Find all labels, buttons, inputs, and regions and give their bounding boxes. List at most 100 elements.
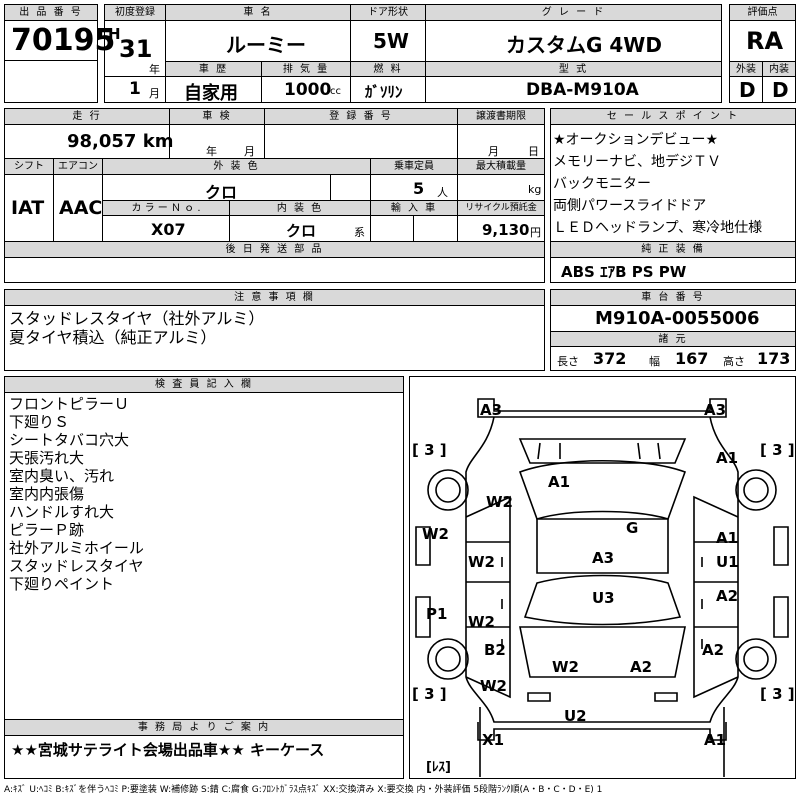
- rear-right-quarter: [773, 596, 789, 638]
- registration-number-label: 登 録 番 号: [264, 108, 458, 125]
- shift-label: シフト: [4, 158, 54, 175]
- displacement: 1000: [284, 80, 332, 100]
- score-label: 評価点: [729, 4, 796, 21]
- spec-cell: 長さ 372 幅 167 高さ 173: [550, 346, 796, 371]
- mark-tire-fr: [ 3 ]: [760, 441, 795, 459]
- mark-tire-fl: [ 3 ]: [412, 441, 447, 459]
- mark-a2-r1: A2: [716, 587, 738, 605]
- spec-label: 諸 元: [550, 331, 796, 347]
- import-cell: [370, 215, 414, 242]
- exterior-color: クロ: [205, 183, 238, 202]
- first-registration-label: 初度登録: [104, 4, 166, 21]
- registration-number-cell: [264, 124, 458, 159]
- mark-a3-left: A3: [480, 401, 502, 419]
- body-outline: [465, 416, 739, 723]
- mark-w2-fender: W2: [486, 493, 513, 511]
- lot-number: 70195: [11, 23, 116, 58]
- tire-rear-left: [427, 638, 469, 680]
- mark-b2: B2: [484, 641, 506, 659]
- ac-label: エアコン: [53, 158, 103, 175]
- spare-tire-outline: [479, 707, 725, 777]
- interior-color-cell: クロ 系: [229, 215, 371, 242]
- lot-number-cell: 70195: [4, 20, 115, 61]
- left-door-1: [466, 541, 510, 628]
- tire-rear-left-inner: [435, 646, 461, 672]
- mark-a1-r-front: A1: [716, 449, 738, 467]
- door-cell: 5W: [350, 20, 426, 62]
- notes-list: スタッドレスタイヤ（社外アルミ） 夏タイヤ積込（純正アルミ）: [9, 309, 264, 347]
- exterior-grade: D: [739, 78, 756, 102]
- mark-a3-right: A3: [704, 401, 726, 419]
- later-parts-cell: [4, 257, 545, 283]
- inspector-note-line: 室内内張傷: [9, 485, 85, 503]
- mark-u3: U3: [592, 589, 615, 607]
- exterior-grade-cell: D: [729, 76, 763, 103]
- notes-cell: スタッドレスタイヤ（社外アルミ） 夏タイヤ積込（純正アルミ）: [4, 305, 545, 371]
- fuel-cell: ｶﾞｿﾘﾝ: [350, 76, 426, 103]
- inspector-note-line: シートタバコ穴大: [9, 431, 130, 449]
- mileage-label: 走 行: [4, 108, 170, 125]
- model-label: 型 式: [425, 61, 722, 77]
- length-value: 372: [593, 349, 627, 368]
- mirror-left: [415, 526, 431, 566]
- color-number: X07: [151, 220, 186, 239]
- shift-cell: IAT: [4, 174, 54, 242]
- history-label: 車 歴: [165, 61, 262, 77]
- interior-color: クロ: [286, 222, 317, 240]
- notes-label: 注 意 事 項 欄: [4, 289, 545, 306]
- interior-color-unit: 系: [354, 226, 365, 239]
- office-notice-label: 事 務 局 よ り ご 案 内: [4, 719, 404, 736]
- sales-point-line: ★オークションデビュー★: [553, 132, 719, 148]
- right-door-1: [694, 541, 738, 628]
- roof-outline: [536, 518, 669, 574]
- rear-gate-outline: [519, 626, 686, 678]
- mark-u2: U2: [564, 707, 587, 725]
- displacement-unit: cc: [330, 86, 341, 97]
- recycle-cell: 9,130 円: [457, 215, 545, 242]
- inspector-notes-label: 検 査 員 記 入 欄: [4, 376, 404, 393]
- hood-outline: [518, 438, 687, 464]
- tire-rear-right: [735, 638, 777, 680]
- inspector-note-line: 下廻りペイント: [9, 575, 115, 593]
- air-conditioner: AAC: [59, 197, 103, 219]
- mileage-cell: 98,057 km: [4, 124, 173, 159]
- history: 自家用: [184, 83, 238, 104]
- interior-color-label: 内 装 色: [229, 200, 371, 216]
- inspector-note-line: ピラーＰ跡: [9, 521, 85, 539]
- inspector-note-line: 天張汚れ大: [9, 449, 85, 467]
- width-value: 167: [675, 349, 709, 368]
- inspection-year-unit: 年: [206, 145, 217, 158]
- first-registration-year-cell: H 31 年: [104, 20, 166, 77]
- displacement-cell: 1000 cc: [261, 76, 351, 103]
- import-label: 輸 入 車: [370, 200, 458, 216]
- legend-line: A:ｷｽﾞ U:ﾍｺﾐ B:ｷｽﾞを伴うﾍｺﾐ P:要塗装 W:補修跡 S:錆 …: [4, 785, 603, 795]
- inspector-note-line: 下廻りＳ: [9, 413, 70, 431]
- score-cell: RA: [729, 20, 796, 62]
- sales-point-line: バックモニター: [553, 176, 651, 192]
- door-type: 5W: [373, 29, 409, 53]
- lot-number-label: 出 品 番 号: [4, 4, 98, 21]
- sales-point-line: 両側パワースライドドア: [553, 198, 707, 214]
- recycle-fee: 9,130: [482, 221, 530, 239]
- max-load-label: 最大積載量: [457, 158, 545, 175]
- sales-point-line: メモリーナビ、地デジＴＶ: [553, 154, 721, 170]
- inspection-month-unit: 月: [244, 145, 255, 158]
- inspector-note-line: ハンドルすれ大: [9, 503, 115, 521]
- transfer-deadline-label: 譲渡書期限: [457, 108, 545, 125]
- inspector-note-line: フロントピラーＵ: [9, 395, 130, 413]
- rear-lamps: [527, 692, 678, 702]
- ac-cell: AAC: [53, 174, 103, 242]
- car-name: ルーミー: [226, 33, 306, 57]
- model: DBA-M910A: [526, 80, 639, 100]
- standard-equipment-label: 純 正 装 備: [550, 241, 796, 258]
- transfer-month-unit: 月: [488, 145, 499, 158]
- sales-point-cell: ★オークションデビュー★ メモリーナビ、地デジＴＶ バックモニター 両側パワース…: [550, 124, 796, 242]
- inspection-cell: 年 月: [169, 124, 265, 159]
- rear-bumper-outline: [477, 722, 727, 741]
- max-load-unit: kg: [528, 183, 542, 196]
- color-number-cell: X07: [102, 215, 230, 242]
- registration-month: 1: [129, 79, 141, 99]
- capacity: 5: [413, 179, 425, 198]
- mark-w2-door-l2: W2: [468, 613, 495, 631]
- import-cell-2: [413, 215, 458, 242]
